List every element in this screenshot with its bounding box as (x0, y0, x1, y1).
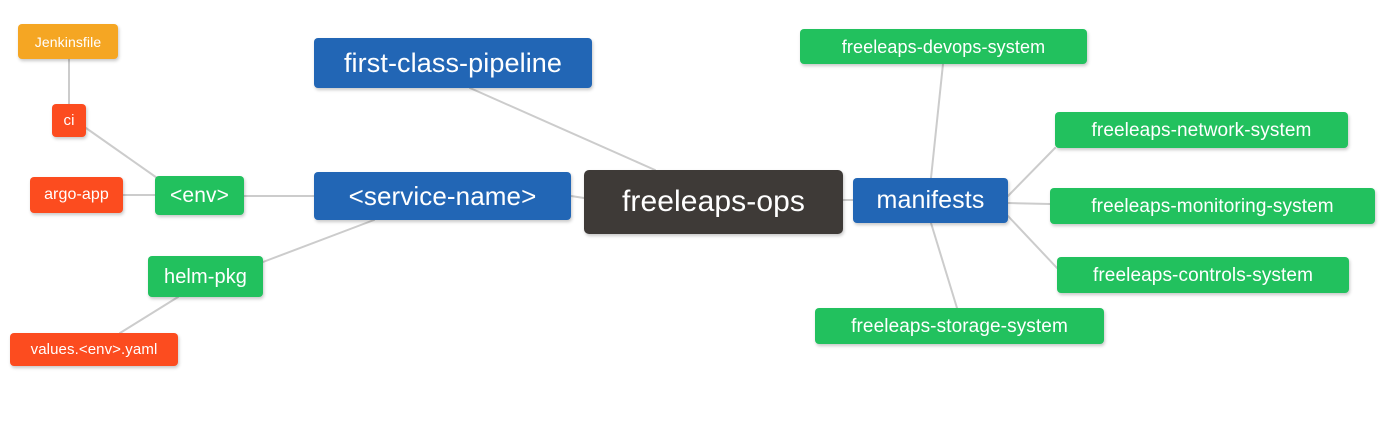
link-firstclass-root (469, 87, 656, 171)
node-label-manifests: manifests (876, 186, 985, 214)
link-manifests-controls (1007, 215, 1058, 269)
node-label-first-class-pipeline: first-class-pipeline (343, 47, 563, 78)
node-values-yaml[interactable]: values.<env>.yaml (10, 333, 178, 366)
node-label-freeleaps-devops-system: freeleaps-devops-system (841, 36, 1046, 57)
node-label-freeleaps-storage-system: freeleaps-storage-system (851, 315, 1068, 337)
node-label-argo-app: argo-app (44, 186, 109, 203)
node-label-freeleaps-controls-system: freeleaps-controls-system (1092, 264, 1314, 286)
node-label-ci: ci (63, 112, 75, 129)
node-argo-app[interactable]: argo-app (30, 177, 123, 213)
link-servicename-root (570, 195, 585, 199)
node-freeleaps-controls-system[interactable]: freeleaps-controls-system (1057, 257, 1349, 293)
node-label-jenkinsfile: Jenkinsfile (34, 33, 102, 50)
link-values-helmpkg (119, 296, 179, 334)
node-jenkinsfile[interactable]: Jenkinsfile (18, 24, 118, 59)
node-label-freeleaps-network-system: freeleaps-network-system (1091, 119, 1312, 141)
node-freeleaps-monitoring-system[interactable]: freeleaps-monitoring-system (1050, 188, 1375, 224)
node-freeleaps-devops-system[interactable]: freeleaps-devops-system (800, 29, 1087, 64)
node-label-env: <env> (170, 184, 229, 207)
link-manifests-storage (930, 222, 958, 309)
node-label-freeleaps-ops: freeleaps-ops (621, 185, 806, 218)
link-manifests-monitoring (1007, 202, 1051, 205)
node-freeleaps-network-system[interactable]: freeleaps-network-system (1055, 112, 1348, 148)
node-label-freeleaps-monitoring-system: freeleaps-monitoring-system (1091, 195, 1334, 217)
node-env[interactable]: <env> (155, 176, 244, 215)
node-freeleaps-ops[interactable]: freeleaps-ops (584, 170, 843, 234)
link-helmpkg-servicename (262, 219, 375, 263)
link-ci-env (85, 127, 161, 181)
link-manifests-network (1007, 147, 1056, 197)
link-manifests-devops (930, 63, 944, 179)
node-first-class-pipeline[interactable]: first-class-pipeline (314, 38, 592, 88)
node-label-service-name: <service-name> (348, 181, 537, 211)
node-service-name[interactable]: <service-name> (314, 172, 571, 220)
node-ci[interactable]: ci (52, 104, 86, 137)
node-label-helm-pkg: helm-pkg (163, 265, 248, 288)
node-manifests[interactable]: manifests (853, 178, 1008, 223)
node-freeleaps-storage-system[interactable]: freeleaps-storage-system (815, 308, 1104, 344)
node-label-values-yaml: values.<env>.yaml (30, 341, 158, 358)
node-helm-pkg[interactable]: helm-pkg (148, 256, 263, 297)
